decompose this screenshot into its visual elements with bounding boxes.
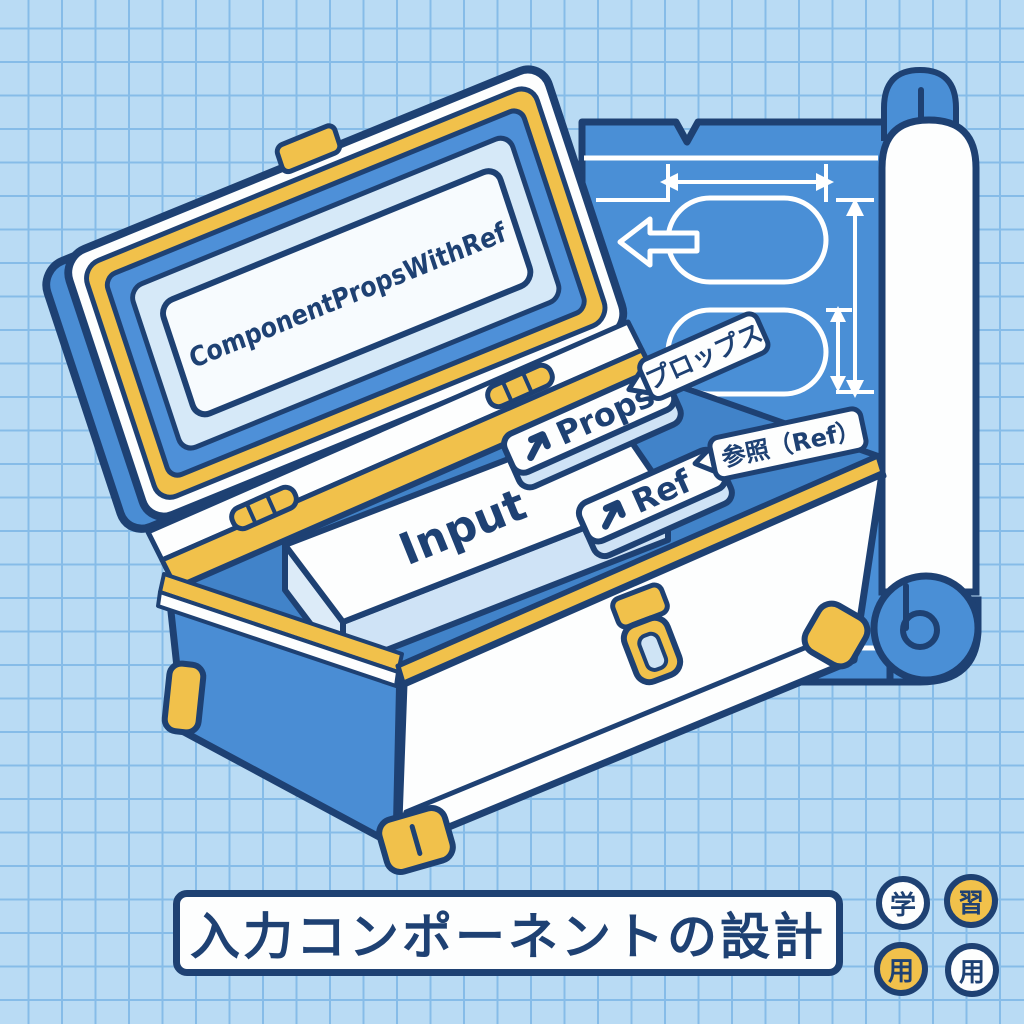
title-banner: 入力コンポーネントの設計 [173,890,843,976]
hinge-left [229,484,299,532]
dimension-arrow-horizontal [660,164,834,202]
badge-gaku: 学 [876,876,930,930]
props-tag: Props [501,367,684,491]
left-outline-arrow-icon [617,216,700,268]
latch [610,582,684,686]
left-rim-white [156,590,400,688]
latch-clasp [620,614,684,686]
lid-label-plate [160,168,534,418]
dimension-arrow-vertical-long [836,198,874,398]
dimension-arrow-vertical-short [826,306,852,392]
hinge-right [485,362,555,410]
arrow-up-right-icon [602,499,626,530]
corner-guard-bottom [376,804,456,876]
badge-yo-2: 用 [945,943,999,997]
front-face-trim-line [403,627,851,815]
arrow-up-right-icon [527,431,551,461]
title-text: 入力コンポーネントの設計 [190,908,826,966]
corner-guard-left [161,660,207,736]
ref-tag: Ref [575,446,735,560]
scroll-curl [870,572,982,684]
corner-accent-right [801,600,871,670]
scroll-roll [878,116,980,596]
lid-handle [274,123,343,175]
badge-shu: 習 [944,874,998,928]
blueprint-scroll [578,66,982,686]
badge-yo-1: 用 [874,942,928,996]
scroll-curl-spiral-ring [900,610,940,650]
